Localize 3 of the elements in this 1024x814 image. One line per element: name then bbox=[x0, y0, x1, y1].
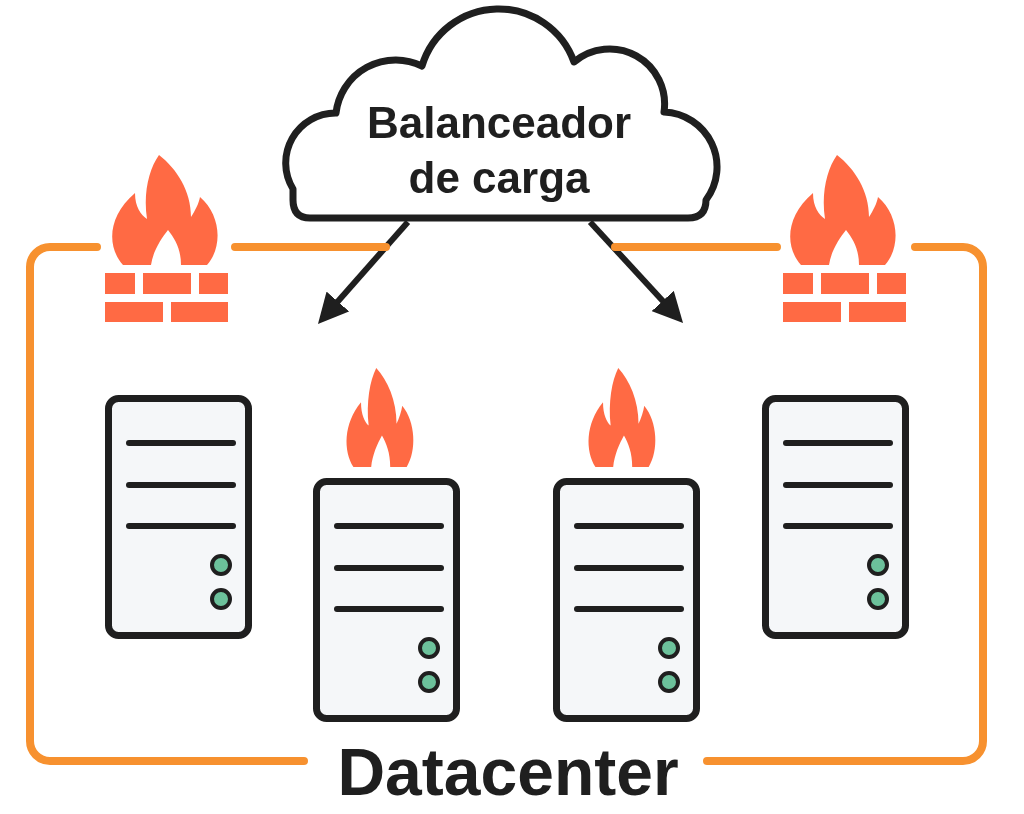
node-label: Balanceador de carga bbox=[365, 97, 633, 204]
frame-title: Datacenter bbox=[337, 739, 679, 805]
arrow bbox=[317, 220, 411, 324]
